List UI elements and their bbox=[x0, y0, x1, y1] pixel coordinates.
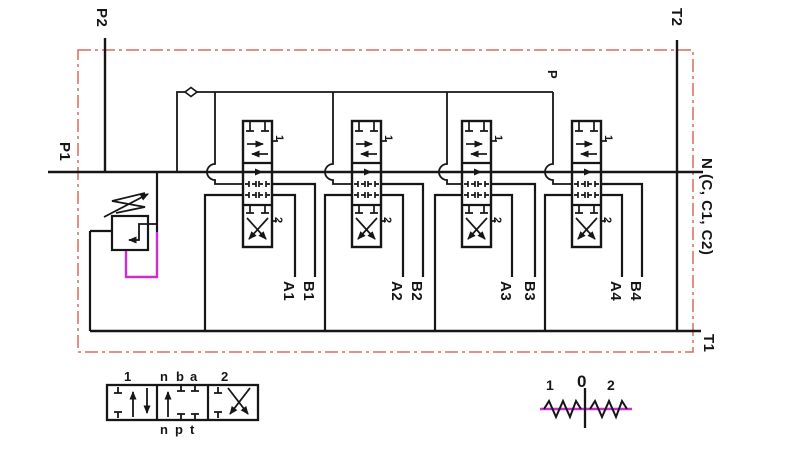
b2-line bbox=[381, 182, 425, 277]
lever-label-1: 1 bbox=[546, 377, 555, 393]
spool1-pos2-label: 2 bbox=[272, 217, 284, 224]
detail-bottom-label-n: n bbox=[160, 422, 169, 437]
port-label-p1: P1 bbox=[56, 142, 73, 162]
section4-tank-line bbox=[543, 193, 572, 331]
port-label-t2: T2 bbox=[668, 8, 685, 27]
right-spring-icon bbox=[589, 398, 628, 420]
spool1-pos1-label: 1 bbox=[273, 135, 285, 142]
port-label-n: N (C, C1, C2) bbox=[698, 158, 715, 256]
port-label-t1: T1 bbox=[700, 334, 717, 353]
port-label-a2: A2 bbox=[388, 281, 405, 302]
port-label-a1: A1 bbox=[280, 281, 297, 302]
b3-line bbox=[491, 182, 537, 277]
a1-line bbox=[272, 193, 297, 277]
pilot-diamond-icon bbox=[183, 86, 199, 98]
section3-tank-line bbox=[433, 193, 462, 331]
a4-line bbox=[601, 193, 624, 277]
port-label-a4: A4 bbox=[607, 281, 624, 302]
spool3-pos1-label: 1 bbox=[492, 135, 504, 142]
spool3-pos2-label: 2 bbox=[491, 217, 503, 224]
port-label-b4: B4 bbox=[627, 281, 644, 302]
port-label-p2: P2 bbox=[93, 8, 110, 28]
detail-top-label-b: b bbox=[176, 369, 185, 384]
detail-top-label-2: 2 bbox=[221, 369, 229, 384]
pilot-label-p: P bbox=[545, 70, 560, 80]
pilot-rail bbox=[176, 86, 572, 185]
port-label-b1: B1 bbox=[300, 281, 317, 302]
spool2-pos2-label: 2 bbox=[381, 217, 393, 224]
spool-detail-symbol bbox=[105, 383, 260, 422]
detail-bottom-label-t: t bbox=[190, 422, 195, 437]
a3-line bbox=[491, 193, 514, 277]
port-label-b3: B3 bbox=[521, 281, 538, 302]
b4-line bbox=[601, 182, 644, 277]
left-spring-icon bbox=[543, 398, 582, 420]
pilot-drain-line bbox=[124, 232, 159, 279]
section-plumbing bbox=[203, 182, 644, 331]
detail-top-label-a: a bbox=[190, 369, 198, 384]
relief-valve-symbol bbox=[88, 172, 159, 331]
port-label-a3: A3 bbox=[497, 281, 514, 302]
lever-label-0: 0 bbox=[577, 372, 587, 391]
lever-label-2: 2 bbox=[607, 377, 616, 393]
section2-tank-line bbox=[323, 193, 352, 331]
adjust-arrow-icon bbox=[103, 193, 149, 218]
detail-top-label-1: 1 bbox=[124, 369, 132, 384]
b1-line bbox=[272, 182, 317, 277]
valve-body-boundary bbox=[77, 49, 694, 353]
spool2-pos1-label: 1 bbox=[382, 135, 394, 142]
section1-tank-line bbox=[203, 193, 243, 331]
detail-top-label-n: n bbox=[160, 369, 169, 384]
spool4-pos2-label: 2 bbox=[601, 217, 613, 224]
detail-bottom-label-p: p bbox=[175, 422, 184, 437]
spool4-pos1-label: 1 bbox=[602, 135, 614, 142]
spring-centering-symbol bbox=[540, 388, 632, 428]
port-label-b2: B2 bbox=[408, 281, 425, 302]
a2-line bbox=[381, 193, 405, 277]
